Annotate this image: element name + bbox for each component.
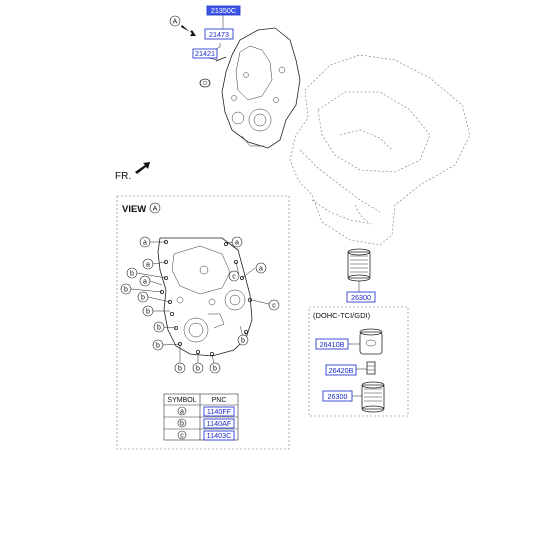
view-a-symbol-a-1-text: a xyxy=(143,240,147,247)
pnc-callout-21473-label: 21473 xyxy=(209,30,229,39)
pnc-callout-21473[interactable]: 21473 xyxy=(204,28,234,40)
view-a-symbol-b-1: b xyxy=(126,267,138,279)
table-pnc-1140ff[interactable]: 1140FF xyxy=(203,406,235,417)
front-arrow-icon xyxy=(135,162,150,174)
table-row-symbol: b xyxy=(180,421,184,428)
view-a-symbol-b-3: b xyxy=(137,291,149,303)
view-a-symbol-a-5-text: a xyxy=(143,279,147,286)
pnc-callout-26420b-label: 26420B xyxy=(329,366,354,375)
timing-cover-top xyxy=(199,27,301,149)
pnc-callout-26300-label: 26300 xyxy=(351,293,371,302)
timing-cover-rear-view xyxy=(157,237,253,357)
view-a-symbol-a-2: a xyxy=(231,236,243,248)
view-a-symbol-b-7: b xyxy=(152,339,164,351)
view-a-symbol-b-1-text: b xyxy=(130,271,134,278)
view-a-title: VIEW A xyxy=(122,202,161,215)
pnc-callout-26410b[interactable]: 26410B xyxy=(315,338,349,350)
dohc-variant-title: (DOHC-TCI/GDI) xyxy=(313,311,371,320)
table-pnc-1140ff-label: 1140FF xyxy=(207,407,232,416)
view-a-symbol-a-3-text: a xyxy=(146,262,150,269)
table-header-pnc: PNC xyxy=(212,397,227,404)
table-pnc-11403c-label: 11403C xyxy=(207,431,232,440)
view-a-symbol-b-10: b xyxy=(209,362,221,374)
table-row-symbol: a xyxy=(180,409,184,416)
front-label: FR. xyxy=(115,171,131,182)
view-a-symbol-b-2: b xyxy=(120,283,132,295)
view-a-symbol-a-3: a xyxy=(142,258,154,270)
view-a-marker-letter: A xyxy=(173,19,178,26)
view-a-symbol-c-2-text: c xyxy=(272,303,276,310)
view-a-symbol-a-1: a xyxy=(139,236,151,248)
view-a-symbol-b-3-text: b xyxy=(141,295,145,302)
view-a-symbol-c-1: c xyxy=(228,270,240,282)
view-a-symbol-b-7-text: b xyxy=(156,343,160,350)
pnc-callout-26300[interactable]: 26300 xyxy=(346,291,376,303)
front-direction: FR. xyxy=(115,162,150,182)
view-a-symbol-b-10-text: b xyxy=(213,366,217,373)
table-pnc-1140af[interactable]: 1140AF xyxy=(203,418,235,429)
view-a-symbol-a-5: a xyxy=(139,275,151,287)
view-a-symbol-c-2: c xyxy=(268,299,280,311)
view-a-leaders xyxy=(130,241,270,364)
view-a-symbol-b-2-text: b xyxy=(124,287,128,294)
table-pnc-11403c[interactable]: 11403C xyxy=(203,430,235,441)
pnc-callout-21421-label: 21421 xyxy=(195,49,215,58)
pnc-callout-26300-dohc-label: 26300 xyxy=(328,392,348,401)
view-a-symbol-b-5: b xyxy=(153,321,165,333)
view-a-title-text: VIEW xyxy=(122,204,146,215)
engine-block-outline xyxy=(289,54,471,246)
view-a-title-circle: A xyxy=(153,206,158,213)
oil-cooler xyxy=(359,328,383,355)
view-a-symbol-b-4-text: b xyxy=(146,309,150,316)
view-a-symbol-a-4-text: a xyxy=(259,266,263,273)
table-header-symbol: SYMBOL xyxy=(167,397,196,404)
view-a-symbol-b-8: b xyxy=(174,362,186,374)
cooler-fitting xyxy=(366,361,376,375)
view-a-symbol-a-4: a xyxy=(255,262,267,274)
pnc-callout-21421[interactable]: 21421 xyxy=(192,48,218,59)
view-a-symbol-b-8-text: b xyxy=(178,366,182,373)
view-a-frame xyxy=(116,195,290,450)
table-pnc-1140af-label: 1140AF xyxy=(207,419,232,428)
view-a-marker: A xyxy=(169,15,196,36)
view-a-symbol-b-6-text: b xyxy=(241,338,245,345)
view-a-symbol-a-2-text: a xyxy=(235,240,239,247)
pnc-callout-26300-dohc[interactable]: 26300 xyxy=(322,390,353,402)
oil-filter-dohc xyxy=(361,381,385,413)
view-a-symbol-c-1-text: c xyxy=(232,274,236,281)
pnc-callout-21350c[interactable]: 21350C xyxy=(206,5,241,16)
pnc-callout-21350c-label: 21350C xyxy=(211,6,236,15)
dohc-variant-frame xyxy=(308,306,409,417)
oil-filter-main xyxy=(347,248,371,282)
view-a-symbol-b-4: b xyxy=(142,305,154,317)
view-a-arrow-icon xyxy=(181,25,196,36)
view-a-symbol-b-5-text: b xyxy=(157,325,161,332)
pnc-callout-26420b[interactable]: 26420B xyxy=(325,364,357,376)
pnc-callout-26410b-label: 26410B xyxy=(320,340,345,349)
table-row-symbol: c xyxy=(180,433,184,440)
view-a-symbol-b-6: b xyxy=(237,334,249,346)
view-a-symbol-b-9-text: b xyxy=(196,366,200,373)
view-a-symbol-b-9: b xyxy=(192,362,204,374)
